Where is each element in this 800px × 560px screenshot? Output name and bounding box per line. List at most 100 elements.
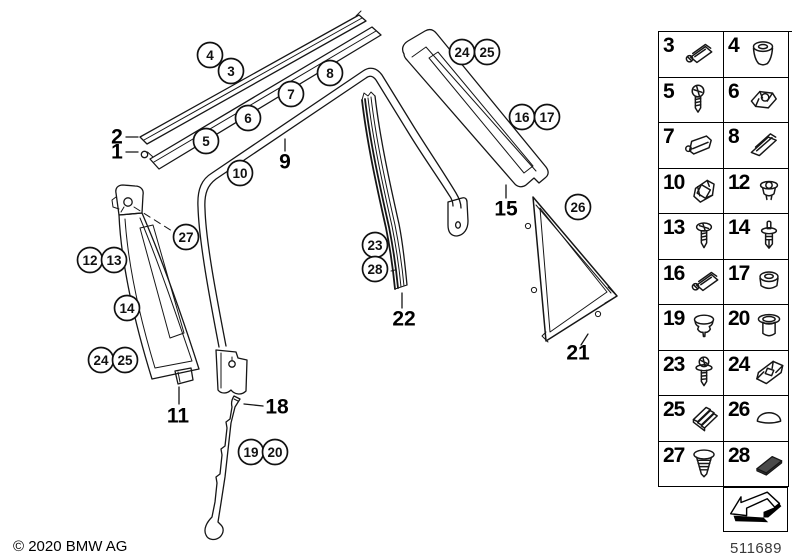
clip-with-screw-icon xyxy=(674,32,723,77)
part-label-2[interactable]: 2 xyxy=(111,126,123,149)
part-label-1[interactable]: 1 xyxy=(111,141,123,164)
part-label-15[interactable]: 15 xyxy=(494,198,518,221)
countersunk-screw-icon xyxy=(684,214,723,259)
legend-cell-13[interactable]: 13 xyxy=(659,214,724,260)
legend-part-number: 28 xyxy=(728,443,750,467)
trim-clip-icon xyxy=(674,123,723,168)
copyright-text: © 2020 BMW AG xyxy=(13,538,128,555)
part-label-21[interactable]: 21 xyxy=(566,342,590,365)
legend-part-number: 3 xyxy=(663,34,675,57)
svg-text:25: 25 xyxy=(479,45,495,60)
part-labels: 21 9 11 18 22 15 21 xyxy=(111,126,590,428)
plug-rivet-icon xyxy=(684,442,723,487)
callout-7[interactable]: 7 xyxy=(277,80,305,108)
legend-part-number: 13 xyxy=(663,216,685,239)
callout-20[interactable]: 20 xyxy=(261,438,289,466)
svg-text:16: 16 xyxy=(514,110,530,125)
round-grommet-icon xyxy=(749,260,788,305)
end-cap xyxy=(140,150,154,159)
part-label-9[interactable]: 9 xyxy=(279,151,291,174)
legend-part-number: 7 xyxy=(663,125,675,148)
svg-text:24: 24 xyxy=(454,45,470,60)
svg-text:3: 3 xyxy=(227,64,235,79)
callout-19[interactable]: 19 xyxy=(237,438,265,466)
callout-25[interactable]: 25 xyxy=(473,38,501,66)
legend-cell-26[interactable]: 26 xyxy=(724,396,789,442)
callout-17[interactable]: 17 xyxy=(533,103,561,131)
legend-part-number: 17 xyxy=(728,261,750,285)
legend-cell-4[interactable]: 4 xyxy=(724,32,789,78)
legend-part-number: 24 xyxy=(728,352,750,376)
svg-text:13: 13 xyxy=(106,253,122,268)
legend-cell-12[interactable]: 12 xyxy=(724,168,789,214)
svg-text:12: 12 xyxy=(82,253,97,268)
svg-text:17: 17 xyxy=(539,110,554,125)
svg-text:24: 24 xyxy=(93,353,109,368)
legend-cell-23[interactable]: 23 xyxy=(659,350,724,396)
direction-arrow-box xyxy=(723,487,788,532)
legend-part-number: 27 xyxy=(663,443,685,467)
legend-part-number: 5 xyxy=(663,79,675,103)
outer-seal-strip xyxy=(139,10,367,145)
adhesive-pad-icon xyxy=(749,442,788,487)
legend-cell-7[interactable]: 7 xyxy=(659,123,724,169)
callout-16[interactable]: 16 xyxy=(508,103,536,131)
callout-24[interactable]: 24 xyxy=(87,346,115,374)
svg-text:20: 20 xyxy=(267,445,282,460)
svg-text:26: 26 xyxy=(570,200,586,215)
callout-28[interactable]: 28 xyxy=(361,255,389,283)
part-label-18[interactable]: 18 xyxy=(265,396,289,419)
rear-pillar-trim xyxy=(401,28,549,188)
push-nut-icon xyxy=(749,169,788,214)
callout-23[interactable]: 23 xyxy=(361,231,389,259)
frame-bracket xyxy=(215,349,248,395)
callout-8[interactable]: 8 xyxy=(316,59,344,87)
svg-text:8: 8 xyxy=(326,66,334,81)
legend-cell-3[interactable]: 3 xyxy=(659,32,724,78)
legend-cell-28[interactable]: 28 xyxy=(724,441,789,487)
callout-12[interactable]: 12 xyxy=(76,246,104,274)
callout-25[interactable]: 25 xyxy=(111,346,139,374)
legend-cell-10[interactable]: 10 xyxy=(659,168,724,214)
callout-5[interactable]: 5 xyxy=(192,127,220,155)
part-label-22[interactable]: 22 xyxy=(392,308,415,331)
svg-text:23: 23 xyxy=(367,238,383,253)
callout-14[interactable]: 14 xyxy=(113,294,141,322)
callout-13[interactable]: 13 xyxy=(100,246,128,274)
svg-text:10: 10 xyxy=(232,166,247,181)
direction-of-travel-arrow-icon xyxy=(729,490,781,522)
legend-part-number: 12 xyxy=(728,170,750,194)
legend-cell-24[interactable]: 24 xyxy=(724,350,789,396)
svg-text:19: 19 xyxy=(243,445,258,460)
svg-text:6: 6 xyxy=(244,111,252,126)
callout-10[interactable]: 10 xyxy=(226,159,254,187)
callout-27[interactable]: 27 xyxy=(172,223,200,251)
callout-24[interactable]: 24 xyxy=(448,38,476,66)
legend-cell-6[interactable]: 6 xyxy=(724,77,789,123)
svg-text:4: 4 xyxy=(206,48,214,63)
sheet-metal-clip-icon xyxy=(749,351,788,396)
legend-cell-14[interactable]: 14 xyxy=(724,214,789,260)
legend-cell-19[interactable]: 19 xyxy=(659,305,724,351)
svg-text:7: 7 xyxy=(287,87,295,102)
legend-cell-17[interactable]: 17 xyxy=(724,259,789,305)
legend-cell-27[interactable]: 27 xyxy=(659,441,724,487)
oval-pad-icon xyxy=(749,396,788,441)
legend-cell-25[interactable]: 25 xyxy=(659,396,724,442)
callout-3[interactable]: 3 xyxy=(217,57,245,85)
legend-cell-20[interactable]: 20 xyxy=(724,305,789,351)
legend-cell-16[interactable]: 16 xyxy=(659,259,724,305)
sleeve-grommet-icon xyxy=(749,305,788,350)
washer-screw-icon xyxy=(684,351,723,396)
expansion-rivet-icon xyxy=(749,214,788,259)
callout-4[interactable]: 4 xyxy=(196,41,224,69)
legend-cell-5[interactable]: 5 xyxy=(659,77,724,123)
legend-part-number: 20 xyxy=(728,307,750,330)
callout-6[interactable]: 6 xyxy=(234,104,262,132)
part-label-11[interactable]: 11 xyxy=(167,405,190,428)
callout-26[interactable]: 26 xyxy=(564,193,592,221)
legend-cell-8[interactable]: 8 xyxy=(724,123,789,169)
